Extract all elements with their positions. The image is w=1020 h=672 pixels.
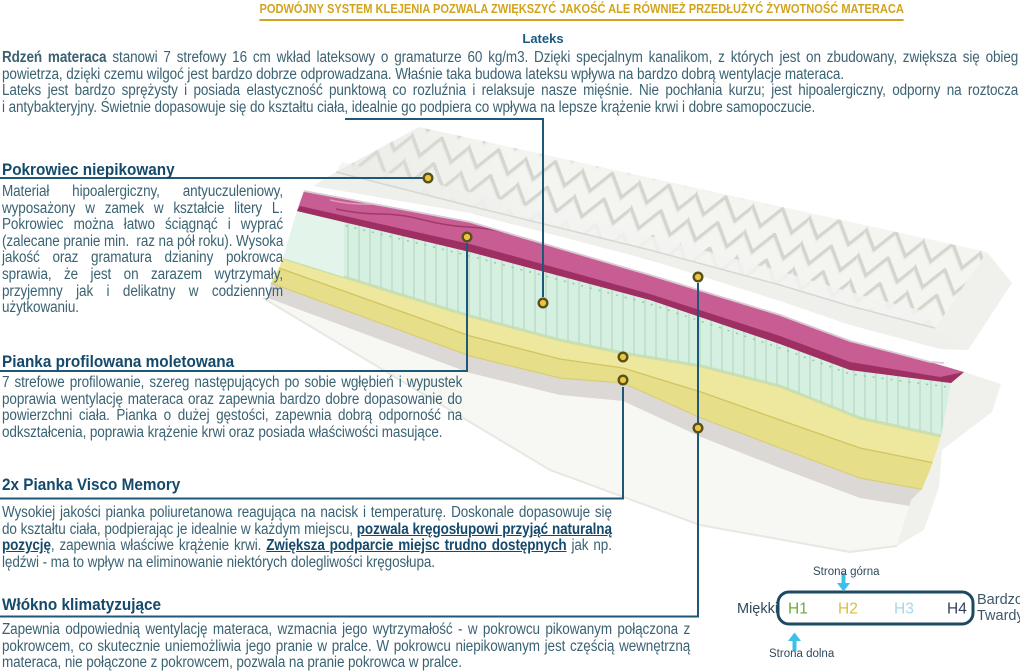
svg-text:H1: H1 bbox=[788, 601, 808, 618]
svg-text:H3: H3 bbox=[894, 601, 914, 618]
svg-text:H4: H4 bbox=[947, 601, 967, 618]
svg-text:H2: H2 bbox=[838, 601, 858, 618]
